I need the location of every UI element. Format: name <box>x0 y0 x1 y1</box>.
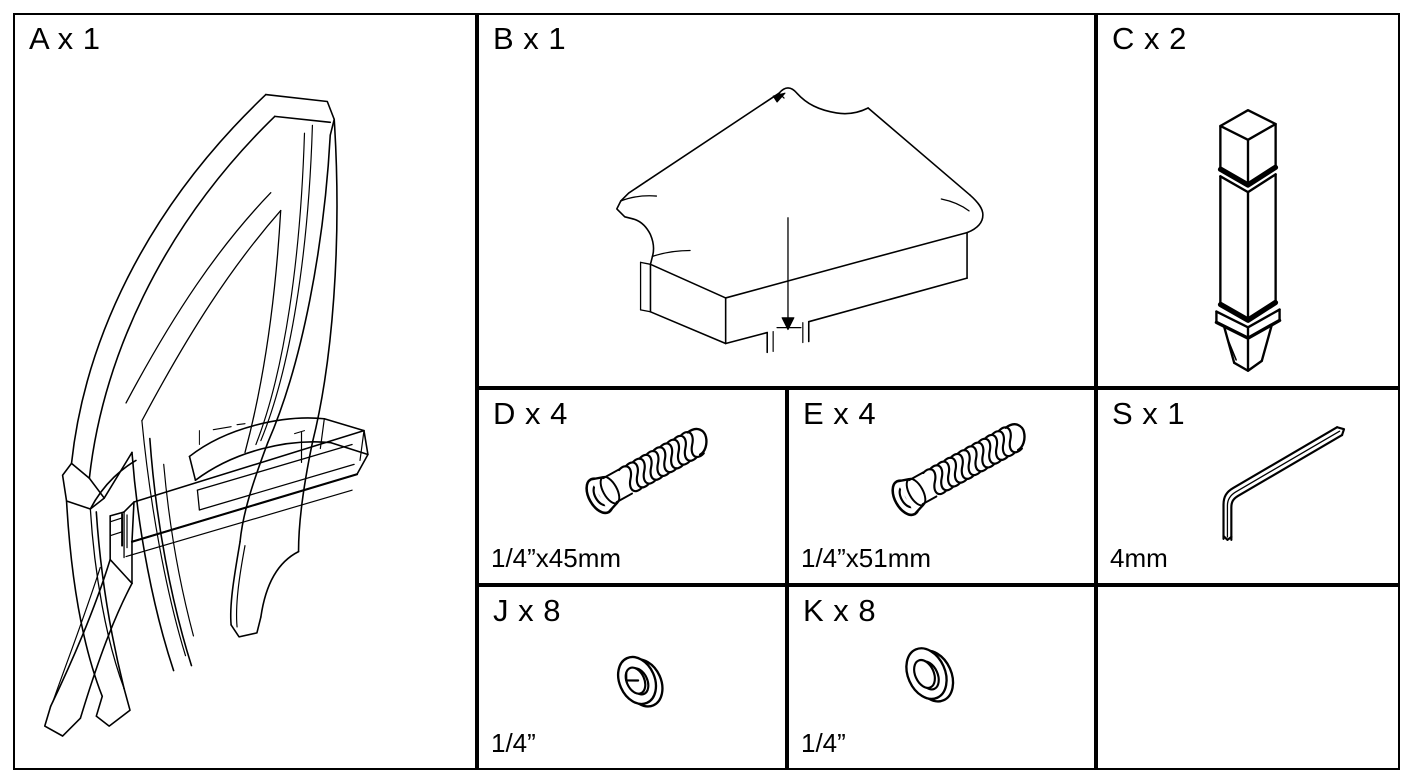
part-panel-c: C x 2 <box>1096 13 1400 388</box>
seat-cushion-illustration <box>479 15 1094 386</box>
part-panel-blank <box>1096 585 1400 770</box>
chair-back-frame-illustration <box>15 15 475 768</box>
part-panel-j: J x 8 1/4” <box>477 585 787 770</box>
part-panel-d-label: D x 4 <box>493 396 568 431</box>
part-panel-b-label: B x 1 <box>493 21 567 56</box>
part-panel-s-spec: 4mm <box>1110 543 1168 573</box>
part-panel-a-label: A x 1 <box>29 21 101 56</box>
part-panel-d-spec: 1/4”x45mm <box>491 543 622 573</box>
part-panel-e-spec: 1/4”x51mm <box>801 543 932 573</box>
part-panel-k-label: K x 8 <box>803 593 877 628</box>
part-panel-e-label: E x 4 <box>803 396 877 431</box>
part-panel-a: A x 1 <box>13 13 477 770</box>
part-panel-k-spec: 1/4” <box>801 728 846 758</box>
part-panel-b: B x 1 <box>477 13 1096 388</box>
part-panel-k: K x 8 1/4” <box>787 585 1096 770</box>
part-panel-c-label: C x 2 <box>1112 21 1187 56</box>
part-panel-d: D x 4 <box>477 388 787 585</box>
part-panel-j-spec: 1/4” <box>491 728 536 758</box>
part-panel-e: E x 4 <box>787 388 1096 585</box>
part-panel-j-label: J x 8 <box>493 593 561 628</box>
part-panel-s-label: S x 1 <box>1112 396 1186 431</box>
square-leg-illustration <box>1098 15 1398 386</box>
part-panel-s: S x 1 4mm <box>1096 388 1400 585</box>
